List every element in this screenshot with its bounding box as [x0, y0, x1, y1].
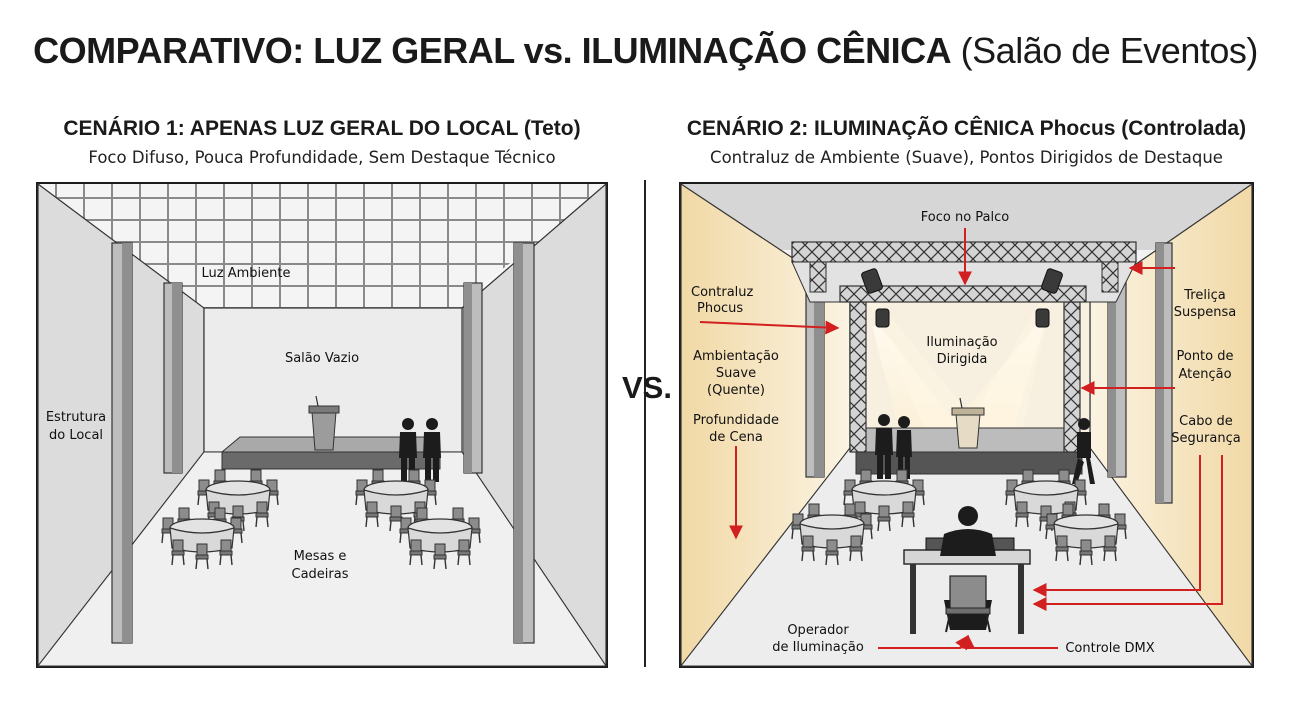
label-ambientacao-line1: Ambientação	[693, 349, 779, 364]
main-title-text: COMPARATIVO: LUZ GERAL vs. ILUMINAÇÃO CÊ…	[33, 30, 952, 71]
label-iluminacao-line1: Iluminação	[926, 335, 997, 350]
label-iluminacao-line2: Dirigida	[937, 352, 988, 367]
label-cabo-line1: Cabo de	[1179, 414, 1233, 429]
label-mesas-line2: Cadeiras	[292, 567, 349, 582]
label-contraluz-line2: Phocus	[697, 301, 743, 316]
label-ambientacao-line2: Suave	[716, 366, 756, 381]
label-trelica-line2: Suspensa	[1174, 305, 1237, 320]
label-salao-vazio: Salão Vazio	[285, 351, 359, 366]
label-contraluz-line1: Contraluz	[691, 285, 754, 300]
label-estrutura-line2: do Local	[49, 428, 103, 443]
scenario2-subtitle: Contraluz de Ambiente (Suave), Pontos Di…	[710, 148, 1223, 167]
scenario2-title: CENÁRIO 2: ILUMINAÇÃO CÊNICA Phocus (Con…	[686, 117, 1247, 140]
label-ponto-line1: Ponto de	[1176, 349, 1233, 364]
scenario1-subtitle: Foco Difuso, Pouca Profundidade, Sem Des…	[88, 148, 556, 167]
arrow-cabo-seguranca-2	[1032, 455, 1223, 611]
label-trelica-line1: Treliça	[1183, 288, 1225, 303]
operator-chair	[945, 575, 991, 633]
label-ambientacao-line3: (Quente)	[707, 383, 765, 398]
label-foco-palco: Foco no Palco	[921, 210, 1010, 225]
label-cabo-line2: Segurança	[1171, 431, 1240, 446]
arrow-contraluz	[699, 320, 840, 335]
label-operador-line1: Operador	[787, 623, 849, 638]
main-title-suffix: (Salão de Eventos)	[960, 30, 1259, 71]
label-controle-dmx: Controle DMX	[1065, 641, 1154, 656]
presenters	[875, 414, 1095, 484]
label-ponto-line2: Atenção	[1178, 367, 1231, 382]
label-profundidade-line2: de Cena	[709, 430, 763, 445]
label-mesas-line1: Mesas e	[294, 549, 347, 564]
label-estrutura-line1: Estrutura	[46, 410, 106, 425]
scenario1-title: CENÁRIO 1: APENAS LUZ GERAL DO LOCAL (Te…	[63, 117, 581, 140]
label-operador-line2: de Iluminação	[772, 640, 864, 655]
label-luz-ambiente: Luz Ambiente	[202, 266, 291, 281]
main-title: COMPARATIVO: LUZ GERAL vs. ILUMINAÇÃO CÊ…	[0, 30, 1291, 72]
arrow-cabo-seguranca-1	[1032, 455, 1201, 597]
center-divider	[644, 180, 646, 667]
arrow-controle-dmx	[961, 634, 1058, 649]
vs-label: VS.	[622, 370, 672, 405]
label-profundidade-line1: Profundidade	[693, 413, 779, 428]
